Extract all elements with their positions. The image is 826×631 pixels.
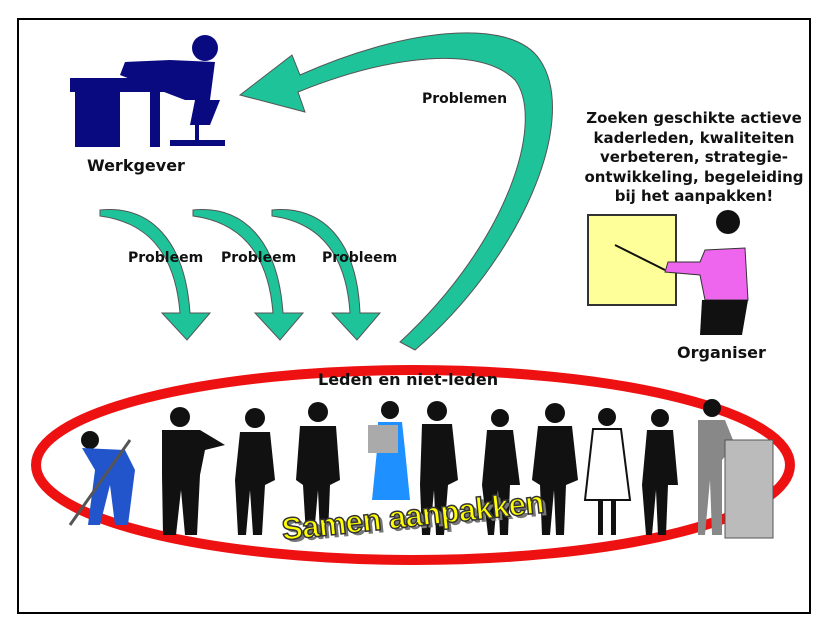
problem-label-2: Probleem [221, 250, 297, 266]
person-blue-dress-icon [368, 401, 410, 500]
person-sweeper-icon [68, 431, 135, 526]
person-icon [420, 401, 458, 535]
person-icon [532, 403, 578, 535]
members-ellipse [31, 365, 795, 565]
problem-arrow-3 [271, 209, 382, 341]
problems-label: Problemen [422, 91, 508, 107]
organiser-note: Zoeken geschikte actieve kaderleden, kwa… [584, 109, 804, 205]
organiser-label: Organiser [677, 343, 766, 362]
person-icon [162, 407, 225, 535]
person-icon [482, 409, 520, 535]
person-filing-icon [698, 399, 774, 539]
members-label: Leden en niet-leden [318, 370, 499, 389]
problem-label-1: Probleem [128, 250, 204, 266]
person-nurse-icon [583, 408, 632, 535]
employer-label: Werkgever [87, 156, 185, 175]
person-icon [642, 409, 678, 535]
organiser-icon [587, 210, 749, 335]
problem-arrow-2 [192, 209, 305, 341]
employer-icon [70, 35, 225, 147]
problems-arrow [238, 32, 553, 351]
people-silhouettes [68, 399, 774, 539]
person-icon [296, 402, 340, 535]
person-icon [235, 408, 275, 535]
slide-frame [17, 18, 811, 614]
problem-label-3: Probleem [322, 250, 398, 266]
problem-arrow-1 [99, 209, 212, 341]
